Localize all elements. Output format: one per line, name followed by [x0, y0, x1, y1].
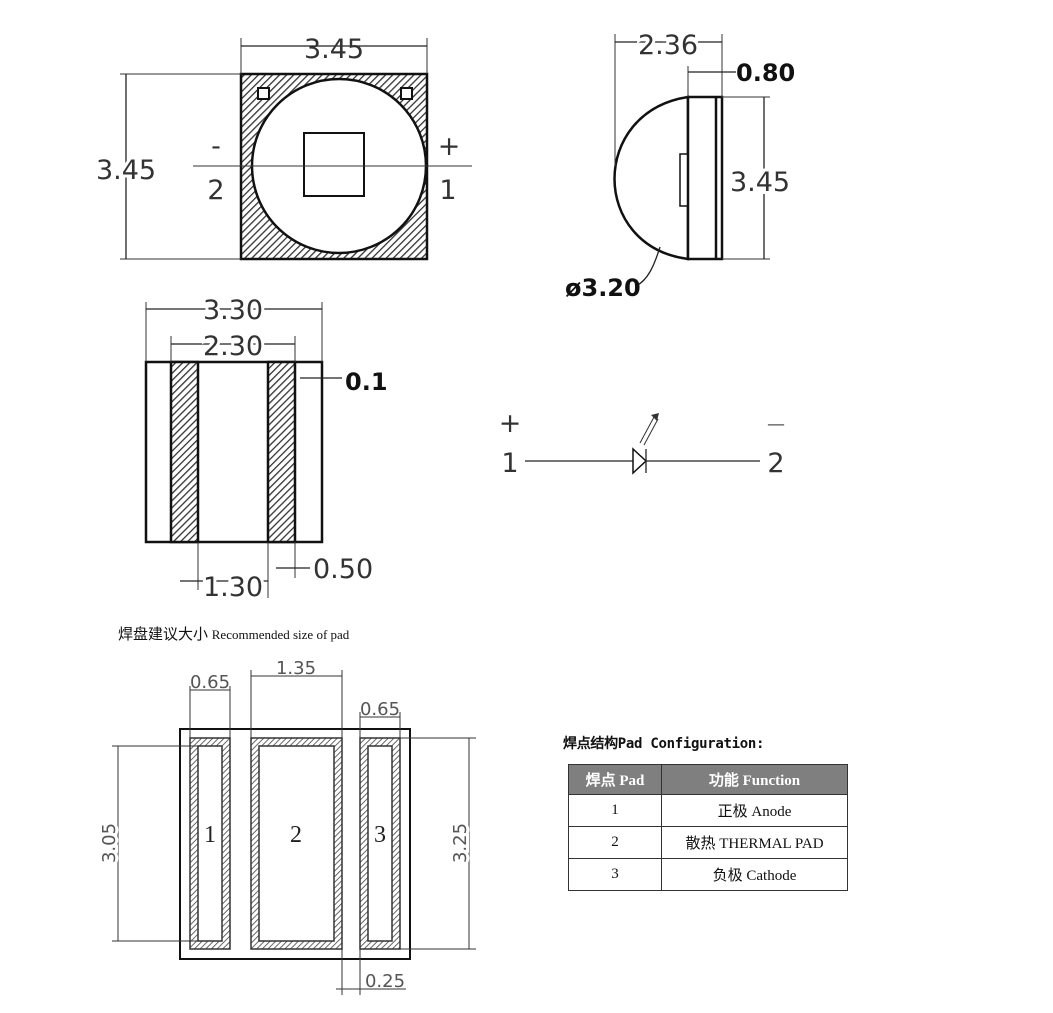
table-header-function: 功能 Function — [661, 764, 848, 795]
top-width-label: 3.45 — [304, 34, 364, 65]
top-height-label: 3.45 — [96, 155, 156, 186]
bottom-gap-label: 0.1 — [345, 368, 388, 396]
pad-right-width-label: 0.65 — [360, 699, 400, 720]
pad-number-3: 3 — [374, 822, 386, 848]
schematic-plus-pin: 1 — [501, 448, 518, 479]
table-row: 1 正极 Anode — [568, 794, 848, 827]
side-height-label: 3.45 — [730, 167, 790, 198]
pad-configuration-title: 焊点结构Pad Configuration: — [563, 736, 765, 752]
bottom-view-pad-left — [169, 360, 200, 544]
bottom-center-label: 1.30 — [203, 572, 263, 603]
pad-center-width-label: 1.35 — [276, 658, 316, 679]
light-emission-arrow-icon — [639, 416, 655, 444]
bottom-view: 3.30 2.30 0.1 1.30 0.50 — [144, 292, 388, 606]
recommended-pad-caption-en: Recommended size of pad — [211, 627, 350, 642]
recommended-pad-drawing: 0.65 1.35 0.65 3.05 3.25 0.25 1 2 3 — [96, 658, 476, 995]
top-minus-pin: 2 — [207, 175, 224, 206]
side-base-label: 0.80 — [736, 59, 795, 87]
table-cell-function: 散热 THERMAL PAD — [661, 826, 848, 859]
top-plus-pin: 1 — [439, 175, 456, 206]
table-cell-function: 正极 Anode — [661, 794, 848, 827]
table-cell-pad: 2 — [568, 826, 662, 859]
pad-number-1: 1 — [204, 822, 216, 848]
recommended-pad-caption: 焊盘建议大小 Recommended size of pad — [118, 623, 349, 644]
diode-schematic: + 1 — 2 — [499, 408, 785, 479]
top-view-chip — [303, 132, 365, 197]
table-header-row: 焊点 Pad 功能 Function — [568, 764, 848, 795]
bottom-inner-label: 2.30 — [203, 331, 263, 362]
schematic-minus-pin: 2 — [767, 448, 784, 479]
top-minus-sign: - — [211, 131, 221, 162]
table-cell-pad: 3 — [568, 858, 662, 891]
side-view: 2.36 0.80 3.45 ø3.20 — [565, 27, 795, 302]
pad-left-width-label: 0.65 — [190, 672, 230, 693]
table-cell-pad: 1 — [568, 794, 662, 827]
side-lens-label: ø3.20 — [565, 274, 641, 302]
table-row: 3 负极 Cathode — [568, 858, 848, 891]
diode-icon — [632, 447, 648, 475]
top-plus-sign: + — [438, 131, 461, 162]
bottom-outer-label: 3.30 — [203, 295, 263, 326]
bottom-view-pad-right — [266, 360, 297, 544]
side-depth-label: 2.36 — [638, 30, 698, 61]
pad-configuration-table: 焊点 Pad 功能 Function 1 正极 Anode 2 散热 THERM… — [568, 764, 848, 891]
table-header-pad: 焊点 Pad — [568, 764, 662, 795]
pad-left-height-label: 3.05 — [99, 823, 120, 863]
top-view-corner-mark — [257, 87, 270, 100]
pad-right-height-label: 3.25 — [450, 823, 471, 863]
pad-number-2: 2 — [290, 822, 302, 848]
schematic-plus-sign: + — [499, 408, 522, 439]
table-row: 2 散热 THERMAL PAD — [568, 826, 848, 859]
top-view: 3.45 3.45 - 2 + 1 — [93, 34, 472, 261]
schematic-minus-sign: — — [767, 414, 785, 435]
top-view-corner-mark — [400, 87, 413, 100]
side-view-lens — [613, 95, 690, 261]
bottom-pad-label: 0.50 — [313, 554, 373, 585]
pad-gap-label: 0.25 — [365, 971, 405, 992]
recommended-pad-caption-cn: 焊盘建议大小 — [118, 627, 209, 643]
table-cell-function: 负极 Cathode — [661, 858, 848, 891]
